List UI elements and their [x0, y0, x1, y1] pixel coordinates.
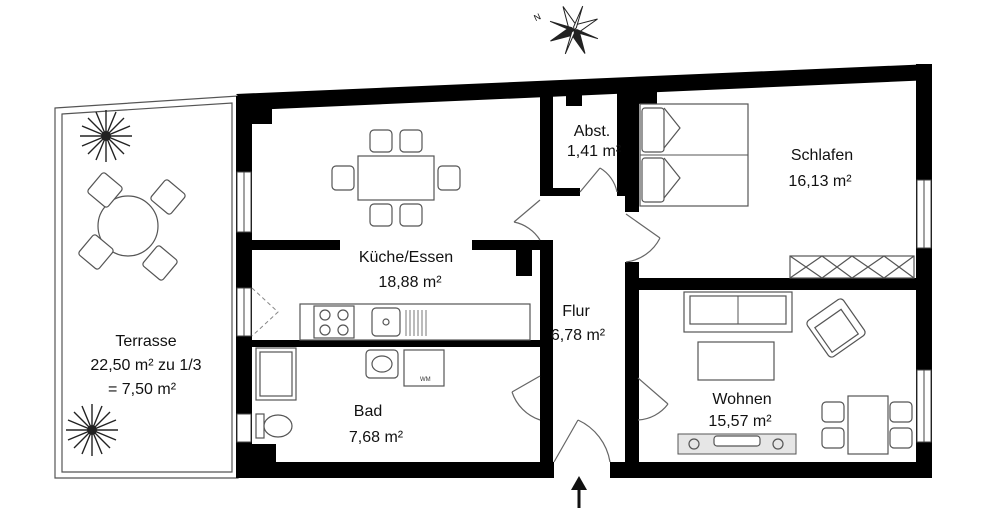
door-kitchen: [513, 199, 541, 241]
window: [236, 413, 252, 443]
shower-icon: [255, 347, 297, 401]
room-area-storage: 1,41 m²: [567, 143, 622, 160]
chair: [87, 172, 123, 208]
sink-icon: [371, 307, 401, 337]
door-entrance: [553, 419, 611, 463]
wall-bath-top: [236, 340, 540, 347]
chair: [150, 179, 186, 215]
bath-furniture: WM: [255, 347, 445, 439]
armchair: [806, 298, 866, 358]
room-effective-area-terrace: = 7,50 m²: [108, 381, 177, 398]
door-storage: [579, 167, 618, 193]
wall-bottom-right: [610, 462, 932, 478]
door-bath: [511, 375, 541, 421]
terrace: [54, 95, 239, 479]
room-area-terrace: 22,50 m² zu 1/3: [90, 357, 201, 374]
room-area-bedroom: 16,13 m²: [788, 173, 852, 190]
chair: [78, 234, 114, 270]
wall-storage-bottom: [540, 188, 580, 196]
wall-hall-left: [540, 240, 553, 462]
room-name-hall: Flur: [562, 303, 590, 320]
terrace-inner-outline: [61, 102, 233, 473]
room-name-storage: Abst.: [574, 123, 610, 140]
wall-storage-right: [617, 90, 627, 196]
wall-kitchen-partition-right: [472, 240, 542, 250]
compass-north-label: N: [532, 11, 542, 23]
room-area-bath: 7,68 m²: [349, 429, 404, 446]
room-area-living: 15,57 m²: [708, 413, 772, 430]
toilet-tank: [255, 413, 265, 439]
wall-living-left: [625, 262, 639, 462]
chair: [889, 401, 913, 423]
living-table: [847, 395, 889, 455]
windows: [236, 171, 932, 443]
room-name-living: Wohnen: [712, 391, 771, 408]
plant-icon: [80, 110, 132, 162]
chair: [331, 165, 355, 191]
chair: [142, 245, 178, 281]
bedroom-furniture: [639, 103, 915, 279]
terrace-table-set: [78, 172, 186, 281]
chair: [821, 427, 845, 449]
door-bedroom: [625, 213, 661, 263]
tv-icon: [713, 435, 761, 447]
room-name-bath: Bad: [354, 403, 382, 420]
stove-icon: [313, 305, 355, 339]
room-labels: Küche/Essen 18,88 m² Abst. 1,41 m² Schla…: [90, 123, 853, 446]
wall-storage-left: [540, 96, 553, 196]
toilet-icon: [263, 414, 293, 438]
wardrobe: [789, 255, 915, 279]
washing-machine-label: WM: [420, 377, 431, 383]
pillow: [641, 157, 665, 203]
pillow: [641, 107, 665, 153]
drainboard: [405, 310, 427, 336]
room-name-kitchen: Küche/Essen: [359, 249, 453, 266]
room-name-terrace: Terrasse: [115, 333, 176, 350]
living-furniture: [677, 291, 913, 455]
wall-kitchen-partition-left: [252, 240, 340, 250]
wall-bottom-left: [236, 462, 554, 478]
wall-bedroom-left: [625, 90, 639, 212]
plant-icon: [66, 404, 118, 456]
entrance-arrow-icon: [571, 476, 587, 508]
chair: [437, 165, 461, 191]
chair: [399, 129, 423, 153]
wall-top: [236, 64, 932, 110]
chair: [889, 427, 913, 449]
room-name-bedroom: Schlafen: [791, 147, 853, 164]
doors: [251, 167, 669, 463]
chair: [821, 401, 845, 423]
coffee-table: [697, 341, 775, 381]
washbasin-icon: [365, 349, 399, 379]
interior-walls: [236, 90, 916, 462]
chair: [369, 203, 393, 227]
room-area-hall: 6,78 m²: [551, 327, 606, 344]
chair: [399, 203, 423, 227]
washing-machine: [403, 349, 445, 387]
wall-bedroom-bottom: [625, 278, 916, 290]
door-living: [637, 377, 669, 421]
dining-table: [357, 155, 435, 201]
kitchen-furniture: [299, 129, 531, 341]
door-terrace: [251, 287, 279, 337]
chair: [369, 129, 393, 153]
compass: N: [532, 5, 599, 55]
room-area-kitchen: 18,88 m²: [378, 274, 442, 291]
round-table: [97, 195, 159, 257]
